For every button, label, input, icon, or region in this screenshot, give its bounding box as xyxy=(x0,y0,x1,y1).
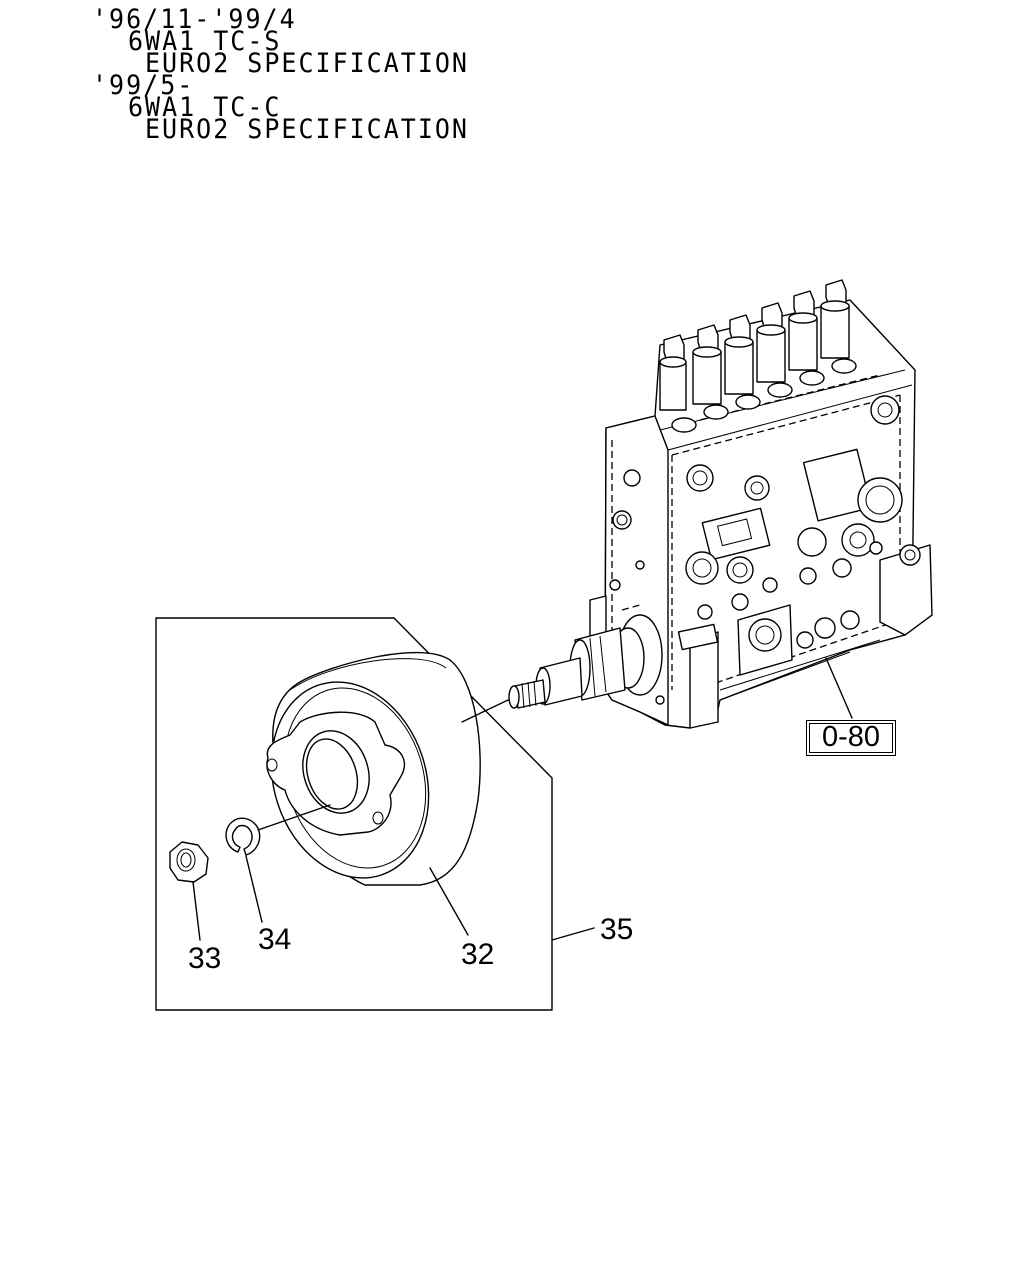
coupling-disc xyxy=(266,651,481,886)
date-range-1: '96/11-'99/4 xyxy=(92,3,297,35)
spec-1: EURO2 SPECIFICATION xyxy=(145,47,469,79)
leader-33 xyxy=(192,881,201,941)
callout-35: 35 xyxy=(600,913,634,946)
callout-33: 33 xyxy=(188,942,222,975)
leader-34 xyxy=(245,855,263,923)
nut xyxy=(169,841,209,883)
assembly-frame-35 xyxy=(155,617,553,1011)
model-code-2: 6WA1 TC-C xyxy=(128,91,282,123)
delivery-valves xyxy=(659,279,857,433)
camshaft xyxy=(508,614,663,709)
leader-pump xyxy=(825,657,853,719)
callout-34: 34 xyxy=(258,923,292,956)
leader-35 xyxy=(551,927,595,941)
reference-box-pump[interactable]: 0-80 xyxy=(806,720,896,756)
date-range-2: '99/5- xyxy=(92,69,195,101)
leader-32 xyxy=(429,867,469,936)
spec-2: EURO2 SPECIFICATION xyxy=(145,113,469,145)
snap-ring xyxy=(225,817,261,856)
callout-32: 32 xyxy=(461,938,495,971)
injection-pump-drawing xyxy=(508,279,933,729)
model-code-1: 6WA1 TC-S xyxy=(128,25,282,57)
axis-line xyxy=(257,804,331,831)
